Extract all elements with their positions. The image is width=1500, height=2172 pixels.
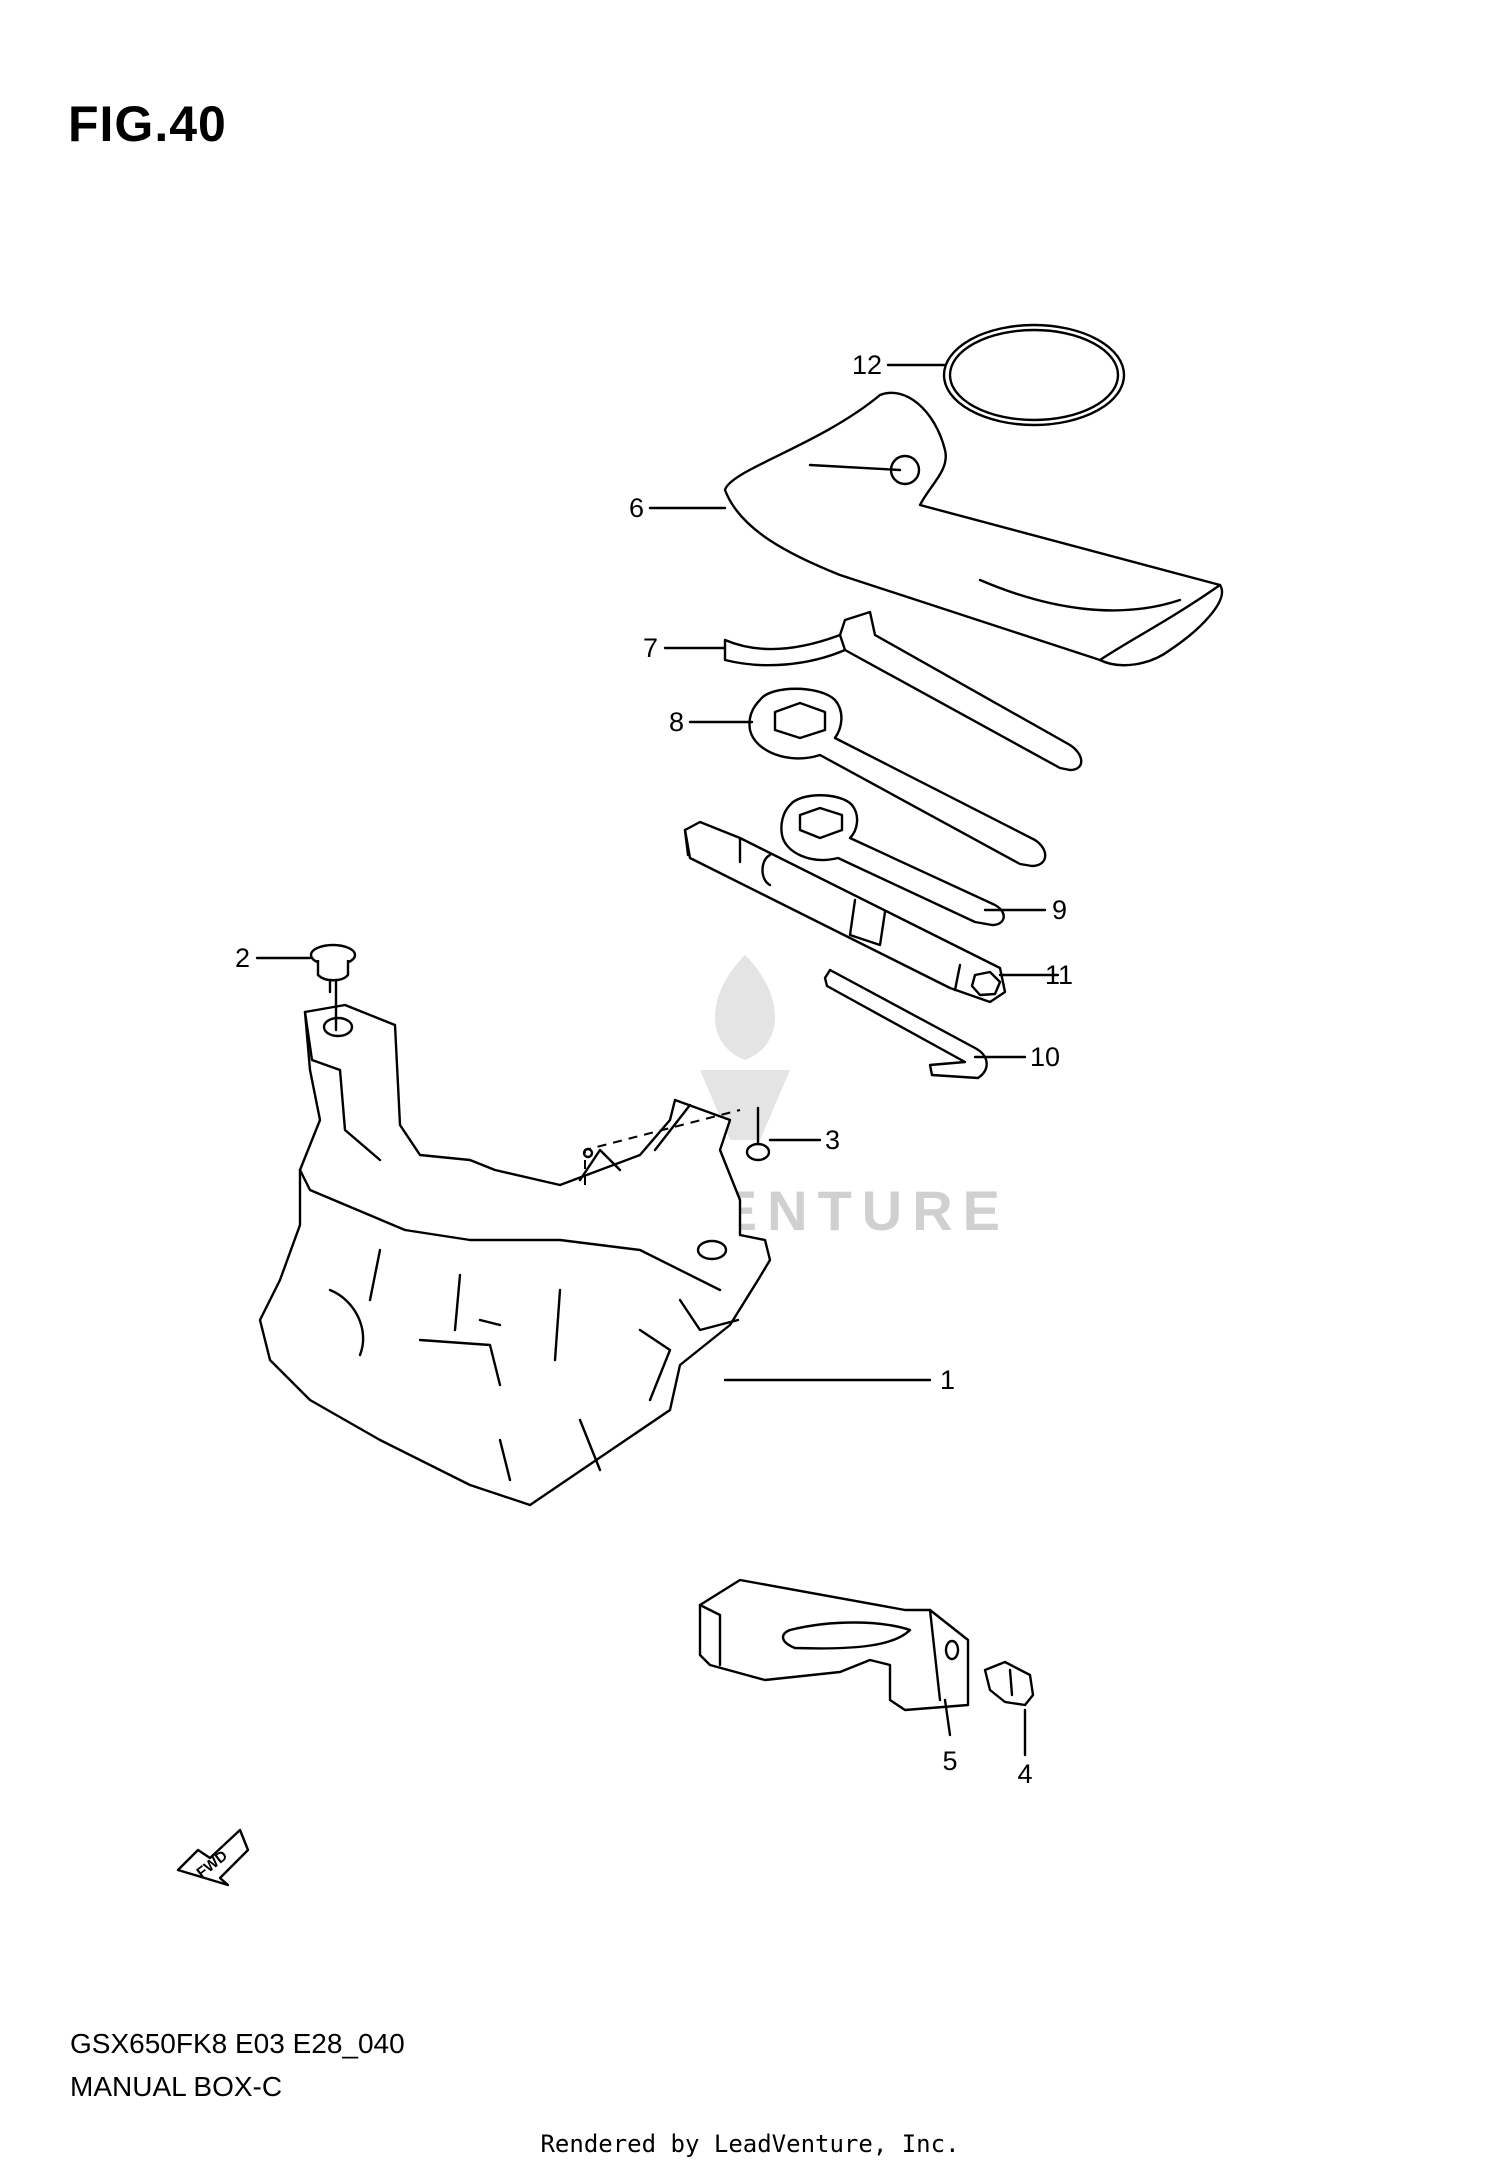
callout-7: 7 xyxy=(643,633,658,663)
callout-5: 5 xyxy=(942,1746,957,1776)
model-code: GSX650FK8 E03 E28_040 xyxy=(70,2028,405,2059)
figure-title: FIG.40 xyxy=(68,96,227,152)
part-11-socket-wrench xyxy=(683,820,1007,1004)
part-5-bracket xyxy=(698,1578,970,1712)
part-2-bolt xyxy=(309,943,357,994)
callout-1: 1 xyxy=(940,1365,955,1395)
callout-4: 4 xyxy=(1017,1759,1032,1789)
part-6-tool-bag xyxy=(723,391,1224,667)
callout-8: 8 xyxy=(669,707,684,737)
part-12-band xyxy=(942,323,1126,427)
callout-3: 3 xyxy=(825,1125,840,1155)
part-10-hex-key xyxy=(823,968,988,1080)
part-8-box-wrench xyxy=(748,687,1047,868)
section-name: MANUAL BOX-C xyxy=(70,2071,283,2102)
fwd-arrow-icon: FWD xyxy=(176,1828,250,1887)
part-1-manual-box xyxy=(258,1003,772,1507)
callout-11: 11 xyxy=(1045,960,1073,990)
leadventure-logo-icon xyxy=(700,955,790,1140)
callout-leaders xyxy=(255,363,1060,1757)
part-7-hook-wrench xyxy=(723,610,1083,772)
callout-numbers: 12 6 7 8 9 11 10 2 3 1 5 4 xyxy=(235,350,1073,1789)
callout-10: 10 xyxy=(1030,1042,1060,1072)
callout-9: 9 xyxy=(1052,895,1067,925)
rendered-by-credit: Rendered by LeadVenture, Inc. xyxy=(540,2130,960,2158)
callout-12: 12 xyxy=(852,350,882,380)
part-3-screw xyxy=(745,1106,771,1162)
callout-2: 2 xyxy=(235,943,250,973)
callout-6: 6 xyxy=(629,493,644,523)
part-4-bolt xyxy=(983,1660,1035,1707)
part-9-box-wrench xyxy=(780,794,1005,927)
